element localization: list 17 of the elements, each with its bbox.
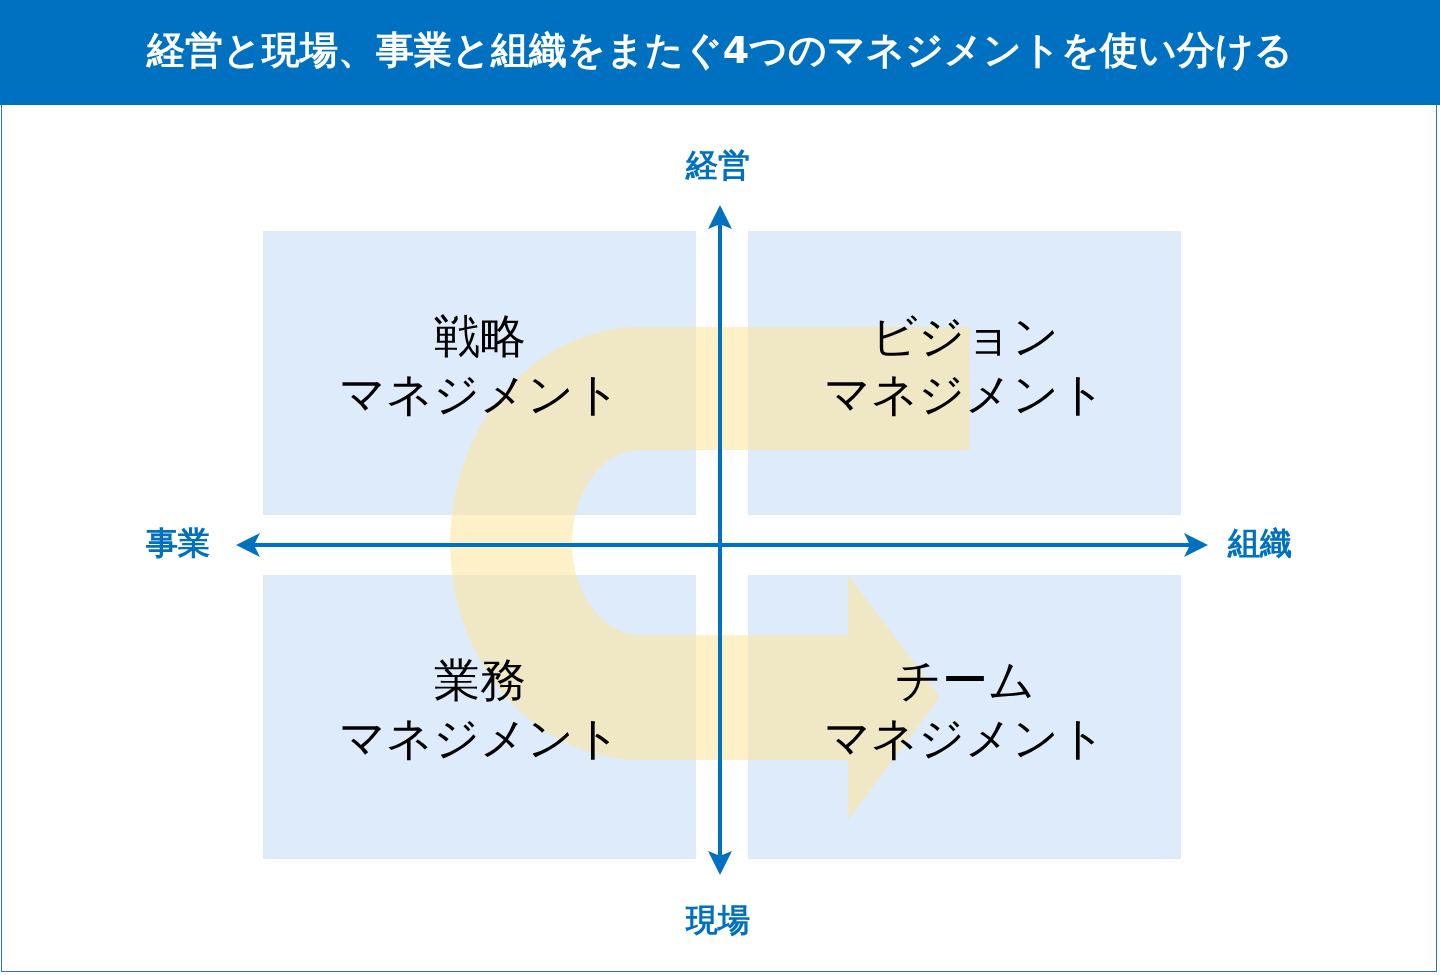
quadrant-subtitle: マネジメント bbox=[337, 710, 622, 767]
quadrant-subtitle: マネジメント bbox=[337, 366, 622, 423]
quadrant-box bbox=[263, 231, 696, 515]
quadrant-box bbox=[748, 231, 1181, 515]
quadrant-title: 業務 bbox=[432, 652, 527, 709]
axis-label: 現場 bbox=[686, 900, 750, 940]
quadrant-subtitle: マネジメント bbox=[822, 710, 1107, 767]
axis-label: 経営 bbox=[686, 145, 750, 185]
quadrant-title: 戦略 bbox=[432, 308, 527, 365]
axis-label: 組織 bbox=[1228, 523, 1292, 563]
quadrant-box bbox=[748, 575, 1181, 859]
title-text: 経営と現場、事業と組織をまたぐ4つのマネジメントを使い分ける bbox=[145, 27, 1295, 74]
quadrant-subtitle: マネジメント bbox=[822, 366, 1107, 423]
quadrant-title: ビジョン bbox=[869, 308, 1060, 365]
quadrant-title: チーム bbox=[893, 652, 1036, 709]
axis-label: 事業 bbox=[146, 523, 210, 563]
quadrant-box bbox=[263, 575, 696, 859]
